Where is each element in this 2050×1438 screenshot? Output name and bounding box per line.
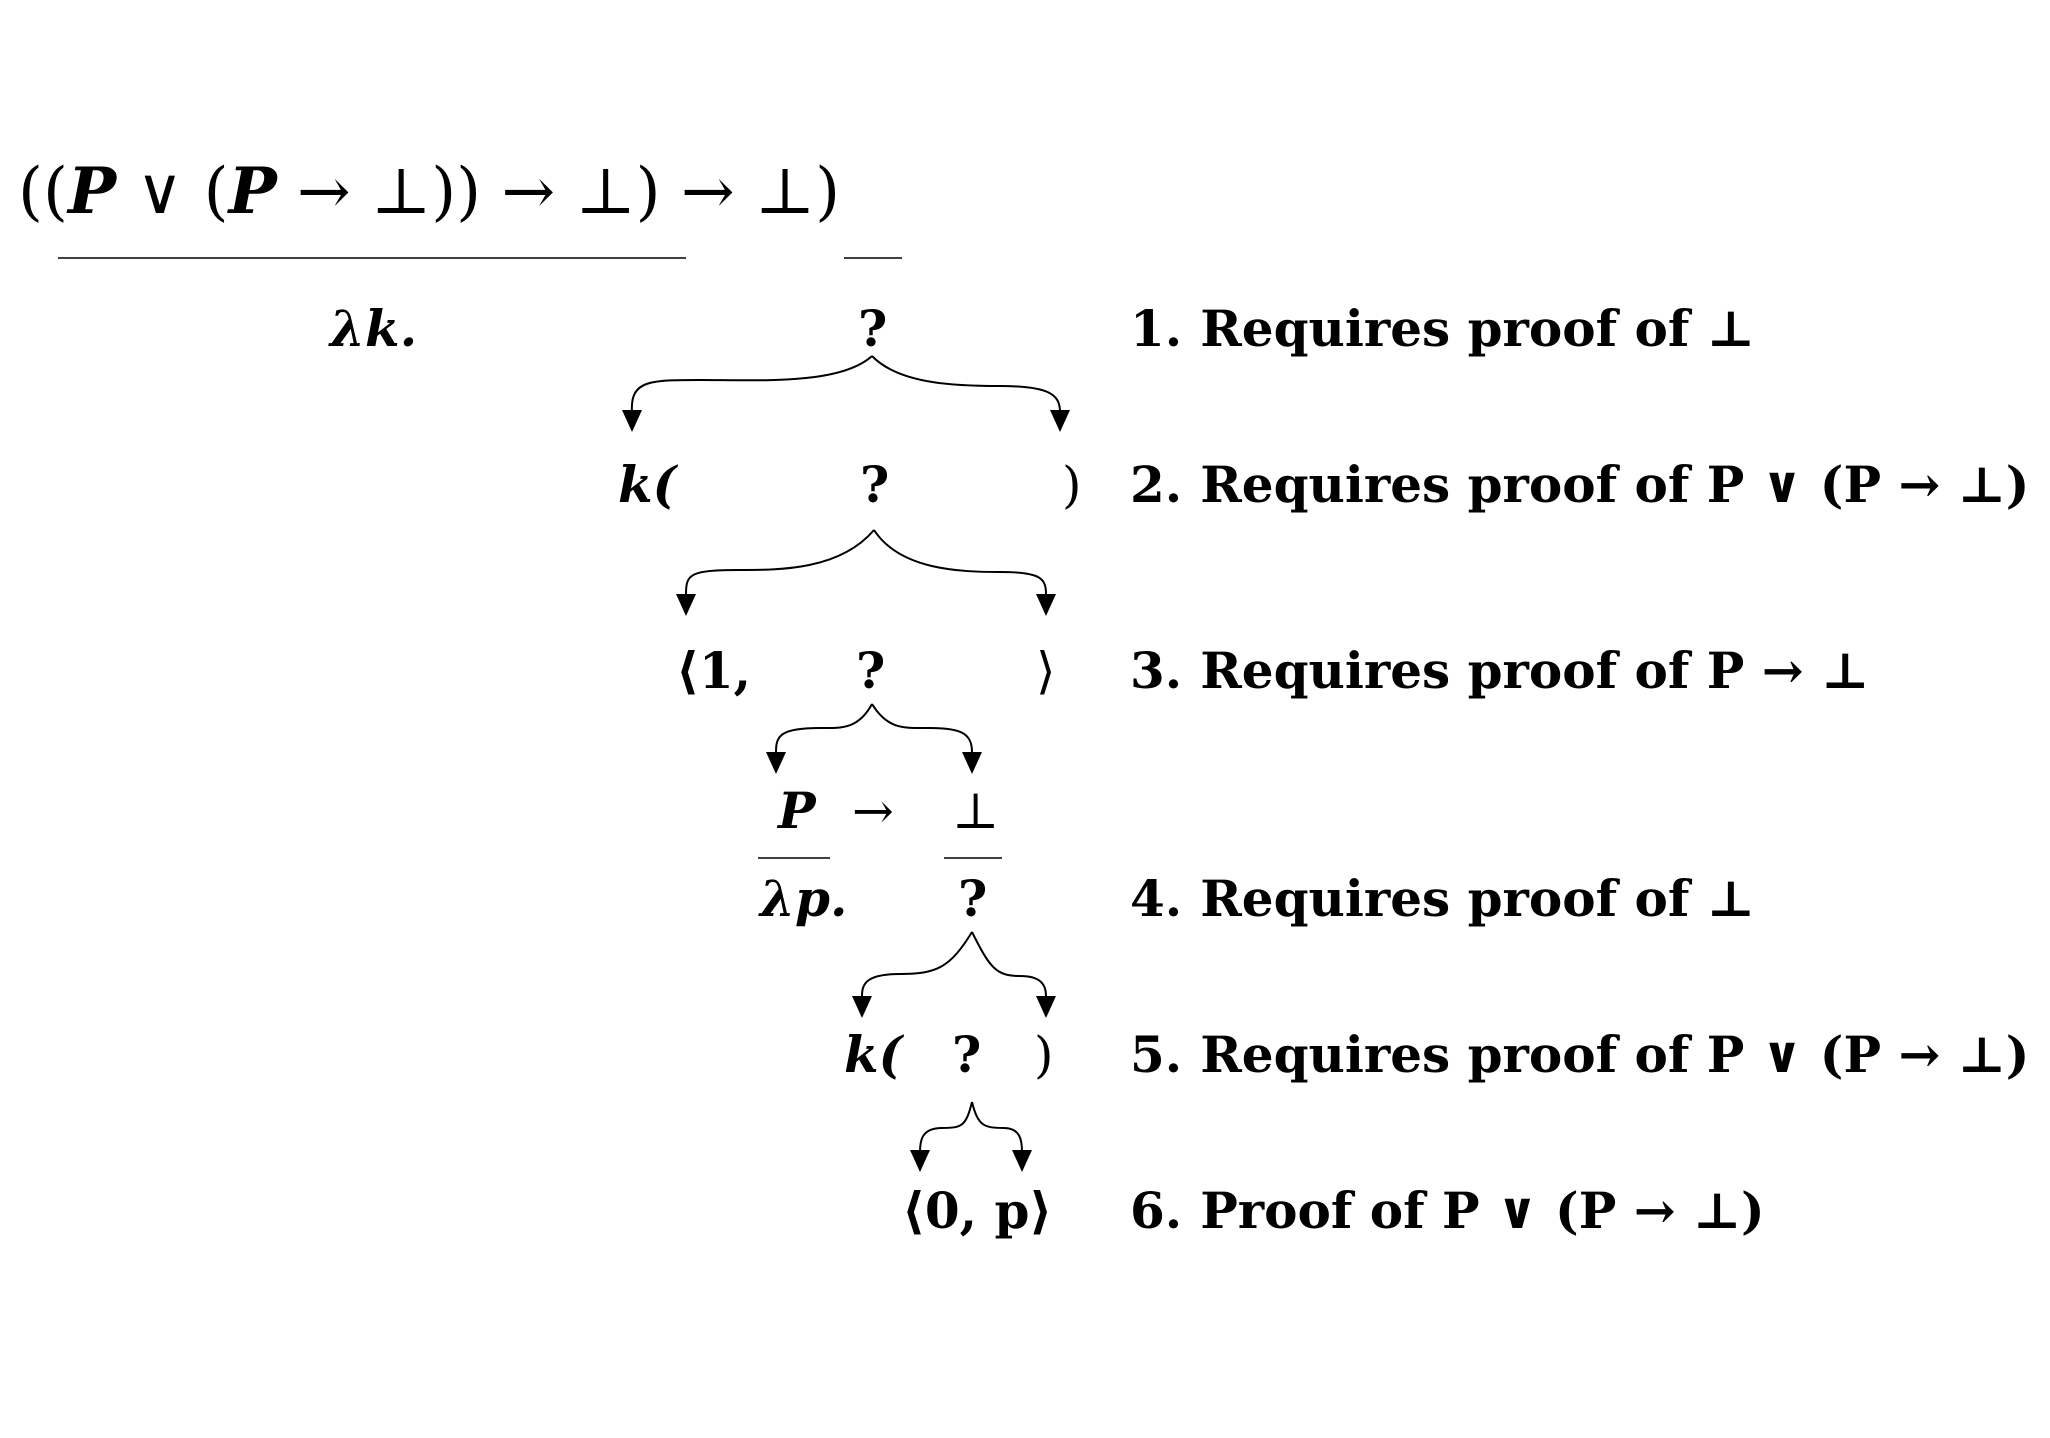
arrowhead-5b: [1012, 1150, 1032, 1172]
formula-part1: ((: [18, 155, 68, 229]
note-6: 6.Proof of P ∨ (P → ⊥): [1130, 1181, 1765, 1240]
note-5: 5.Requires proof of P ∨ (P → ⊥): [1130, 1025, 2030, 1084]
lambda-p: λp.: [760, 869, 848, 928]
note-2: 2.Requires proof of P ∨ (P → ⊥): [1130, 455, 2030, 514]
arrowhead-1b: [1050, 410, 1070, 432]
note-1: 1.Requires proof of ⊥: [1130, 299, 1755, 358]
arrowhead-5a: [910, 1150, 930, 1172]
pair-inr-close: ⟩: [1036, 642, 1056, 700]
formula-part4: ): [815, 155, 841, 229]
k-apply-open-2: k(: [844, 1025, 903, 1084]
note-4: 4.Requires proof of ⊥: [1130, 869, 1755, 928]
formula-part3: → ⊥)) → ⊥) →: [276, 155, 755, 229]
sub-var-p: P: [778, 781, 816, 840]
brace-4: [861, 931, 1047, 997]
pair-inr-open: ⟨1,: [676, 641, 752, 700]
close-paren-2: ): [1034, 1026, 1054, 1084]
hole-5: ?: [952, 1025, 982, 1084]
sub-arrow: →: [852, 782, 894, 840]
main-formula: ((P ∨ (P → ⊥)) → ⊥) → ⊥): [18, 160, 840, 225]
formula-bottom: ⊥: [754, 155, 816, 229]
note-3: 3.Requires proof of P → ⊥: [1130, 641, 1870, 700]
hole-4: ?: [958, 869, 988, 928]
arrowhead-3a: [766, 752, 786, 774]
hole-2: ?: [860, 455, 890, 514]
close-paren-1: ): [1062, 456, 1082, 514]
hole-1: ?: [858, 299, 888, 358]
brace-3: [775, 703, 973, 753]
formula-var-p2: P: [228, 154, 277, 229]
sub-bottom: ⊥: [952, 782, 1000, 840]
arrowhead-2b: [1036, 594, 1056, 616]
arrowhead-1a: [622, 410, 642, 432]
brace-2: [685, 529, 1047, 595]
pair-inl: ⟨0, p⟩: [902, 1181, 1053, 1240]
brace-5: [919, 1101, 1023, 1153]
arrowhead-4b: [1036, 996, 1056, 1018]
arrowhead-2a: [676, 594, 696, 616]
hole-3: ?: [856, 641, 886, 700]
lambda-k: λk.: [330, 299, 418, 358]
formula-var-p1: P: [67, 154, 117, 229]
arrowhead-4a: [852, 996, 872, 1018]
k-apply-open-1: k(: [618, 455, 677, 514]
brace-1: [630, 355, 1061, 413]
arrowhead-3b: [962, 752, 982, 774]
formula-part2: ∨ (: [116, 155, 229, 229]
